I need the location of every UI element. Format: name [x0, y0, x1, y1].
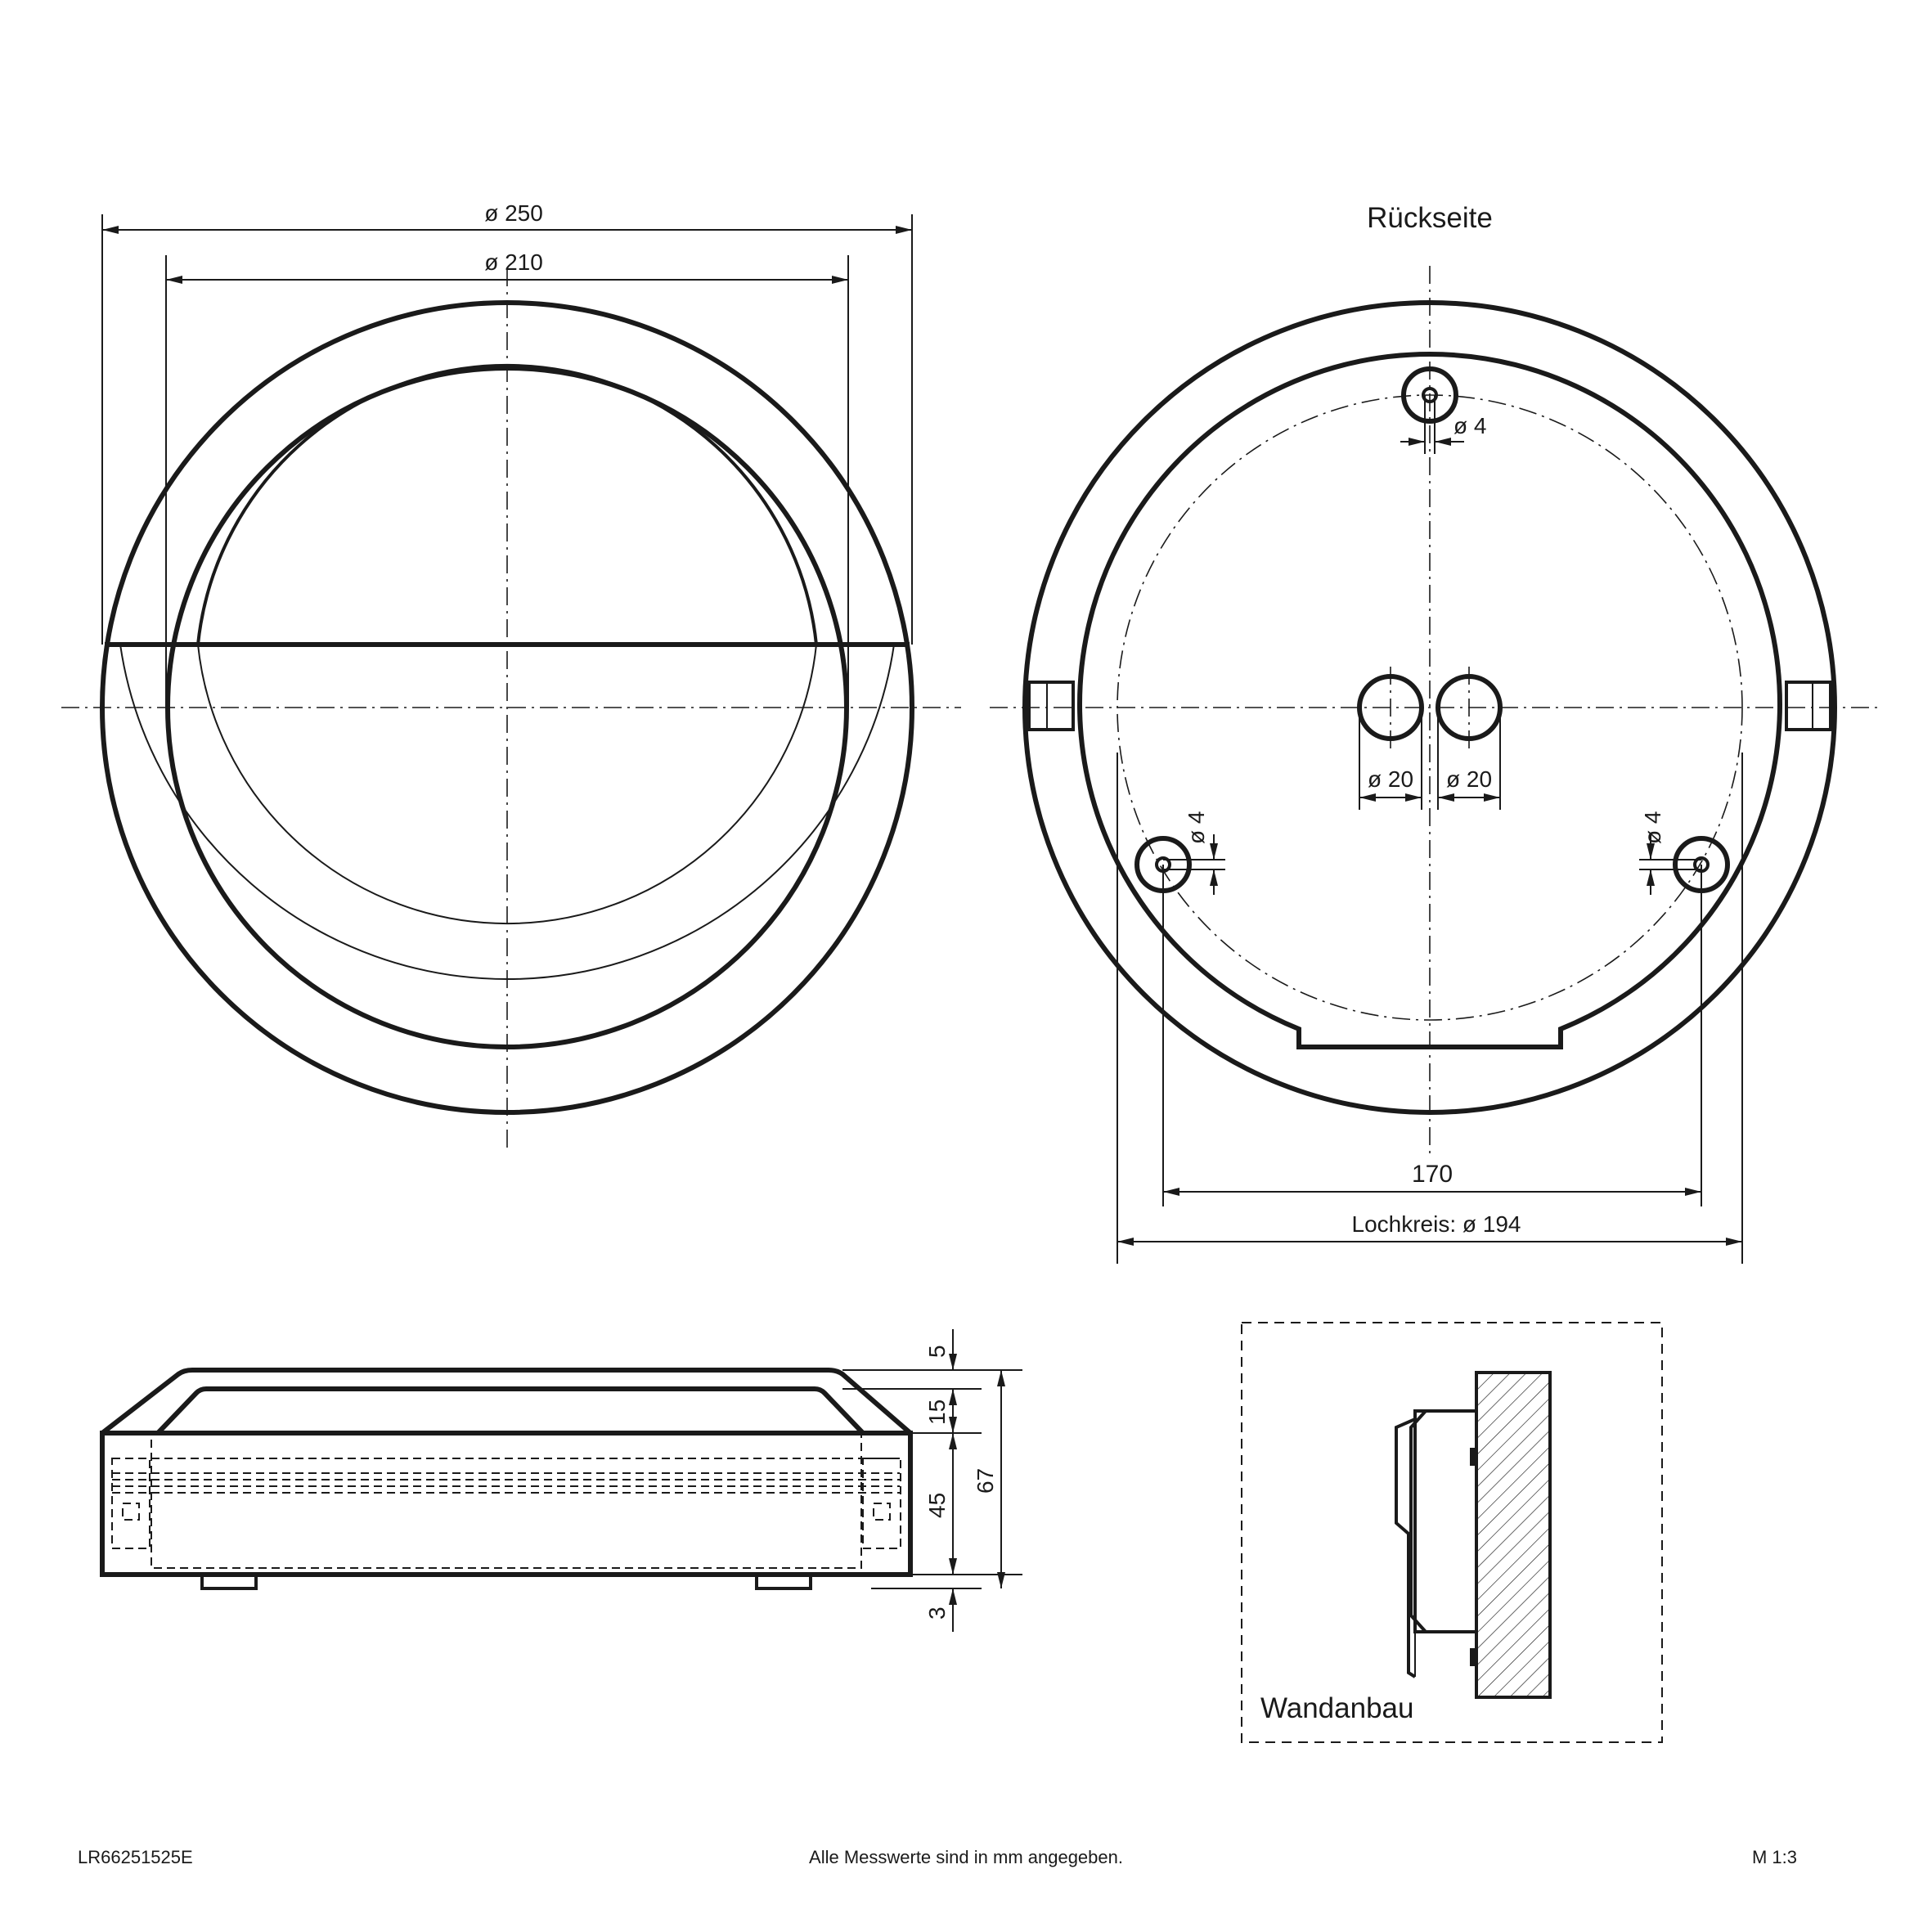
dim-screw-left-label: ø 4	[1184, 811, 1209, 844]
side-hidden-clip-right	[862, 1458, 901, 1549]
front-outer-circle	[100, 300, 914, 1115]
wall-clip-bottom	[1470, 1648, 1476, 1666]
footer: LR66251525E Alle Messwerte sind in mm an…	[78, 1847, 1797, 1867]
dim-outer-diameter-label: ø 250	[484, 200, 543, 226]
wall-hatch	[1476, 1373, 1550, 1697]
back-hole-circle	[1117, 394, 1743, 1021]
wall-luminaire-body	[1409, 1409, 1476, 1633]
dim-hole-spacing-label: 170	[1412, 1161, 1453, 1188]
back-clip-left	[1027, 681, 1075, 731]
side-cover-outer	[101, 1368, 912, 1436]
wall-luminaire-cover	[1395, 1418, 1417, 1678]
wall-luminaire-base	[1413, 1409, 1478, 1633]
front-visor-inner-arc	[196, 364, 818, 645]
dim-screw-right-label: ø 4	[1640, 811, 1665, 844]
article-number: LR66251525E	[78, 1847, 193, 1867]
dim-body-label: 45	[924, 1493, 950, 1518]
side-hidden-clip-left-inner	[122, 1503, 140, 1521]
back-view-title: Rückseite	[1367, 202, 1493, 234]
side-view: 5 15 45 67 3	[100, 1329, 1022, 1632]
dim-hole-circle-label: Lochkreis: ø 194	[1352, 1211, 1521, 1237]
front-inner-lip	[197, 644, 817, 924]
wall-mount-view: Wandanbau	[1241, 1322, 1663, 1743]
wall-clip-top	[1470, 1448, 1476, 1466]
dim-inner-diameter-label: ø 210	[484, 249, 543, 275]
side-hidden-clip-left	[111, 1458, 151, 1549]
dim-screw-top-label: ø 4	[1453, 413, 1486, 438]
back-view: Rückseite ø 4	[990, 202, 1881, 1264]
screw-hole-top	[1401, 366, 1458, 424]
dim-total-label: 67	[973, 1468, 998, 1494]
side-hidden-clip-right-inner	[873, 1503, 891, 1521]
side-foot-left	[200, 1573, 258, 1590]
front-inner-circle	[165, 366, 849, 1049]
side-foot-right	[755, 1573, 812, 1590]
measurement-note: Alle Messwerte sind in mm angegeben.	[809, 1847, 1123, 1867]
back-base-plate	[1077, 352, 1782, 1049]
dim-feet-label: 3	[924, 1606, 950, 1620]
dim-cable-right-label: ø 20	[1446, 766, 1492, 792]
side-cover-inner	[155, 1386, 865, 1436]
wall-mount-frame	[1241, 1322, 1663, 1743]
dim-cover-label: 15	[924, 1400, 950, 1425]
dim-top-label: 5	[924, 1345, 950, 1358]
dim-cable-left-label: ø 20	[1368, 766, 1413, 792]
front-view: ø 250 ø 210	[61, 200, 961, 1149]
side-hidden-housing	[151, 1432, 862, 1569]
scale-label: M 1:3	[1752, 1847, 1797, 1867]
wall-mount-label: Wandanbau	[1260, 1692, 1413, 1724]
back-outer-circle	[1022, 300, 1837, 1115]
side-body	[100, 1431, 913, 1577]
back-clip-right	[1785, 681, 1832, 731]
